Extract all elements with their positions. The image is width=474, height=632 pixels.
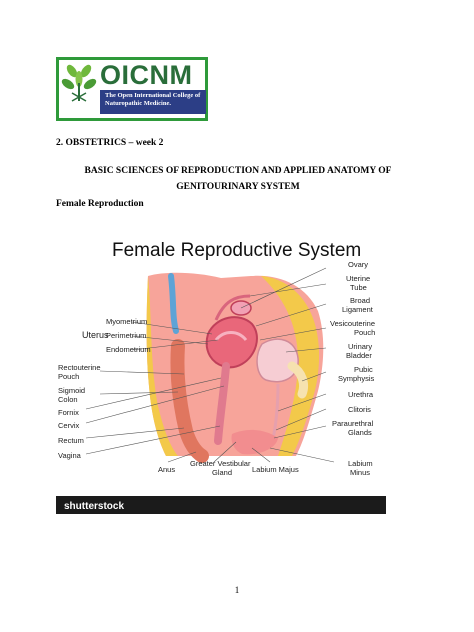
label-fornix: Fornix [58,408,79,417]
label-uterine-tube-2: Tube [350,283,367,292]
label-perimetrium: Perimetrium [106,331,146,340]
label-rectum: Rectum [58,436,84,445]
section-heading: 2. OBSTETRICS – week 2 [56,138,164,148]
label-pubic-1: Pubic [354,365,373,374]
leader-lines [85,267,335,463]
label-uterus: Uterus [82,330,109,340]
uterus-shape [205,316,258,369]
label-pubic-2: Symphysis [338,374,375,383]
female-reproductive-system-figure: Female Reproductive System [56,216,386,514]
logo-name: OICNM [100,60,193,90]
uterine-tube-shape [214,294,251,321]
anterior-fat [261,276,320,456]
label-broad-ligament-2: Ligament [342,305,374,314]
rectum-shape [170,339,209,463]
label-anus: Anus [158,465,175,474]
posterior-fat [146,276,178,456]
watermark-bar [56,496,386,514]
figure-title: Female Reproductive System [112,240,361,261]
label-broad-ligament-1: Broad [350,296,370,305]
label-bladder-1: Urinary [348,342,372,351]
label-paraurethral-2: Glands [348,428,372,437]
college-logo: OICNM The Open International College of … [56,57,208,121]
label-vestibular-1: Greater Vestibular [190,459,251,468]
endometrium-line [214,331,248,342]
label-vesicouterine-1: Vesicouterine [330,319,375,328]
subheading: Female Reproduction [56,199,144,209]
watermark-logo: shutterstock [64,501,124,512]
label-rectouterine-2: Pouch [58,372,79,381]
label-sigmoid-2: Colon [58,395,78,404]
logo-subtitle: The Open International College of Naturo… [105,92,201,107]
label-labium-minus-1: Labium [348,459,373,468]
label-uterine-tube-1: Uterine [346,274,370,283]
label-bladder-2: Bladder [346,351,372,360]
label-urethra: Urethra [348,390,374,399]
label-myometrium: Myometrium [106,317,147,326]
pubic-symphysis-shape [287,361,309,399]
bladder-shape [256,338,299,383]
page-number: 1 [234,585,240,595]
label-ovary: Ovary [348,260,368,269]
label-vagina: Vagina [58,451,82,460]
label-paraurethral-1: Paraurethral [332,419,374,428]
label-labium-majus: Labium Majus [252,465,299,474]
vulva-shape [231,429,278,455]
document-title: BASIC SCIENCES OF REPRODUCTION AND APPLI… [84,166,392,192]
leaves-icon [61,64,97,102]
ureter-vessel [168,273,179,334]
label-labium-minus-2: Minus [350,468,370,477]
label-sigmoid-1: Sigmoid [58,386,85,395]
vagina-shape [214,362,230,445]
label-cervix: Cervix [58,421,80,430]
label-vesicouterine-2: Pouch [354,328,375,337]
label-endometrium: Endometrium [106,345,151,354]
label-rectouterine-1: Rectouterine [58,363,101,372]
anatomy-illustration [146,272,324,463]
logo-band [100,90,206,114]
label-clitoris: Clitoris [348,405,371,414]
label-vestibular-2: Gland [212,468,232,477]
